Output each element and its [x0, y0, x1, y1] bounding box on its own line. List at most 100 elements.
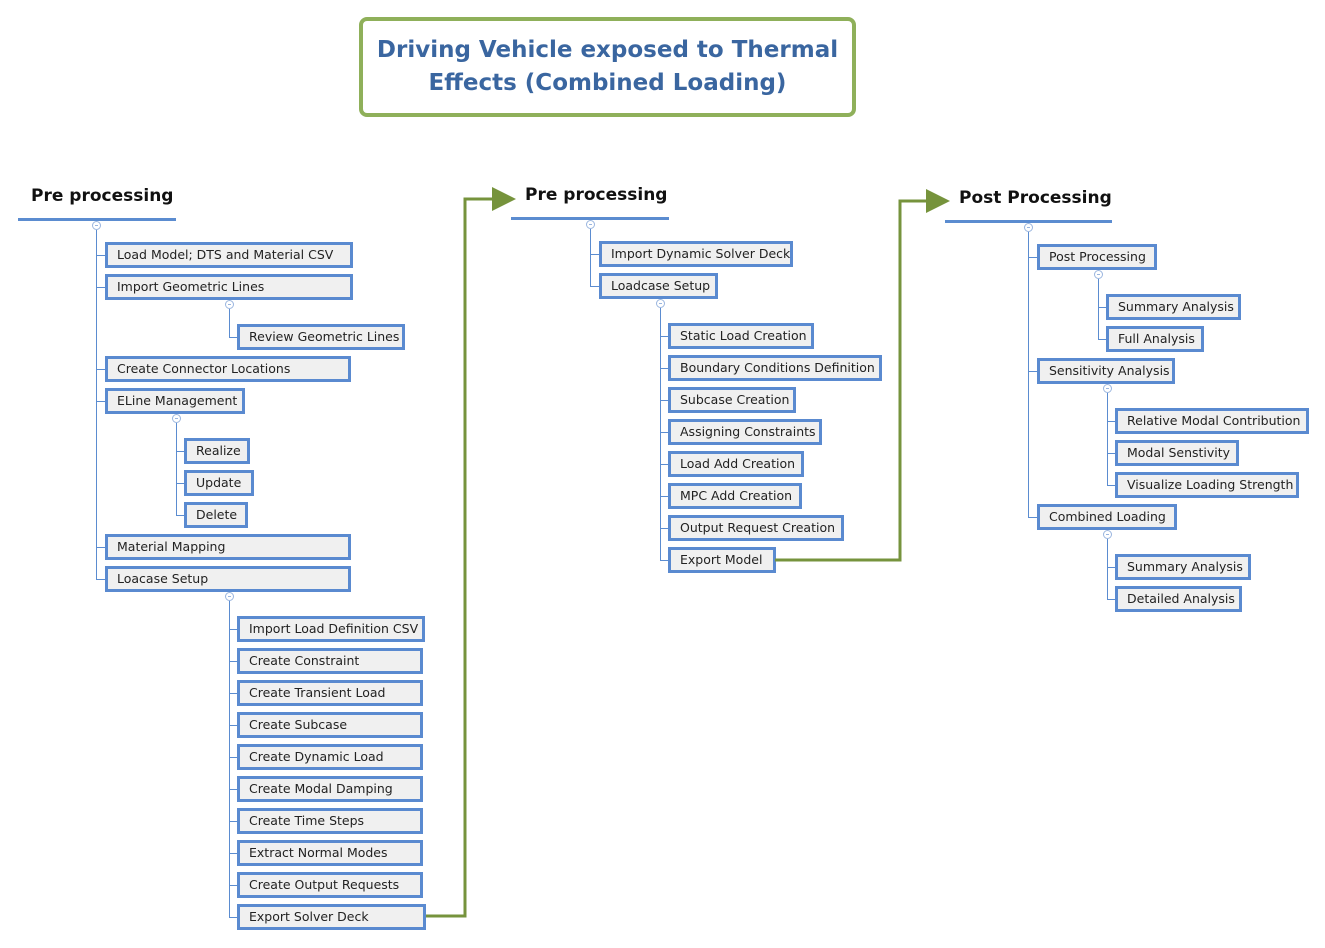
tree-node[interactable]: Subcase Creation	[668, 387, 796, 413]
trunk-line	[96, 230, 97, 579]
connector-line	[229, 309, 230, 337]
tree-node[interactable]: Create Output Requests	[237, 872, 423, 898]
tree-node[interactable]: Import Load Definition CSV	[237, 616, 425, 642]
connector-line	[229, 601, 230, 917]
tree-node[interactable]: Realize	[184, 438, 250, 464]
tree-node[interactable]: Import Dynamic Solver Deck	[599, 241, 793, 267]
tree-node[interactable]: Export Solver Deck	[237, 904, 426, 930]
tree-node[interactable]: Loacase Setup	[105, 566, 351, 592]
tree-node[interactable]: Create Transient Load	[237, 680, 423, 706]
collapse-toggle-icon[interactable]	[225, 592, 234, 601]
connector-line	[590, 286, 599, 287]
connector-line	[1107, 421, 1115, 422]
connector-line	[1107, 485, 1115, 486]
collapse-toggle-icon[interactable]	[92, 221, 101, 230]
connector-line	[590, 254, 599, 255]
collapse-toggle-icon[interactable]	[586, 220, 595, 229]
connector-line	[1107, 567, 1115, 568]
connector-line	[229, 337, 237, 338]
tree-node[interactable]: Output Request Creation	[668, 515, 844, 541]
collapse-toggle-icon[interactable]	[1024, 223, 1033, 232]
tree-node[interactable]: Create Constraint	[237, 648, 423, 674]
connector-line	[1107, 599, 1115, 600]
connector-line	[176, 483, 184, 484]
tree-node[interactable]: Export Model	[668, 547, 776, 573]
connector-line	[96, 579, 105, 580]
tree-node[interactable]: Update	[184, 470, 254, 496]
tree-node[interactable]: Summary Analysis	[1106, 294, 1241, 320]
tree-node[interactable]: Visualize Loading Strength	[1115, 472, 1299, 498]
connector-line	[660, 496, 668, 497]
tree-node[interactable]: Assigning Constraints	[668, 419, 822, 445]
tree-node[interactable]: Detailed Analysis	[1115, 586, 1242, 612]
connector-line	[229, 789, 237, 790]
flow-arrow-pre2-to-post	[775, 189, 950, 562]
collapse-toggle-icon[interactable]	[1094, 270, 1103, 279]
trunk-line	[1028, 232, 1029, 517]
tree-node[interactable]: Modal Senstivity	[1115, 440, 1239, 466]
tree-node[interactable]: Summary Analysis	[1115, 554, 1251, 580]
tree-node[interactable]: MPC Add Creation	[668, 483, 802, 509]
tree-node[interactable]: Load Model; DTS and Material CSV	[105, 242, 353, 268]
collapse-toggle-icon[interactable]	[1103, 384, 1112, 393]
connector-line	[660, 368, 668, 369]
connector-line	[229, 917, 237, 918]
connector-line	[229, 725, 237, 726]
collapse-toggle-icon[interactable]	[225, 300, 234, 309]
tree-node[interactable]: Material Mapping	[105, 534, 351, 560]
connector-line	[229, 757, 237, 758]
column-heading: Pre processing	[525, 185, 668, 205]
tree-node[interactable]: Combined Loading	[1037, 504, 1177, 530]
connector-line	[660, 528, 668, 529]
tree-node[interactable]: Sensitivity Analysis	[1037, 358, 1175, 384]
collapse-toggle-icon[interactable]	[656, 299, 665, 308]
connector-line	[660, 336, 668, 337]
tree-node[interactable]: Create Time Steps	[237, 808, 423, 834]
tree-node[interactable]: Create Dynamic Load	[237, 744, 423, 770]
tree-node[interactable]: Create Connector Locations	[105, 356, 351, 382]
connector-line	[96, 255, 105, 256]
connector-line	[229, 821, 237, 822]
connector-line	[229, 853, 237, 854]
connector-line	[660, 308, 661, 560]
tree-node[interactable]: Full Analysis	[1106, 326, 1204, 352]
tree-node[interactable]: Loadcase Setup	[599, 273, 718, 299]
connector-line	[96, 287, 105, 288]
tree-node[interactable]: Review Geometric Lines	[237, 324, 405, 350]
collapse-toggle-icon[interactable]	[172, 414, 181, 423]
tree-node[interactable]: Import Geometric Lines	[105, 274, 353, 300]
connector-line	[96, 401, 105, 402]
collapse-toggle-icon[interactable]	[1103, 530, 1112, 539]
connector-line	[176, 451, 184, 452]
tree-node[interactable]: Create Modal Damping	[237, 776, 423, 802]
tree-node[interactable]: Create Subcase	[237, 712, 423, 738]
connector-line	[660, 464, 668, 465]
connector-line	[660, 560, 668, 561]
tree-node[interactable]: Relative Modal Contribution	[1115, 408, 1309, 434]
connector-line	[1028, 257, 1037, 258]
tree-node[interactable]: Boundary Conditions Definition	[668, 355, 882, 381]
trunk-line	[590, 229, 591, 286]
connector-line	[1107, 393, 1108, 485]
connector-line	[660, 432, 668, 433]
tree-node[interactable]: Extract Normal Modes	[237, 840, 423, 866]
connector-line	[96, 369, 105, 370]
connector-line	[229, 885, 237, 886]
connector-line	[229, 629, 237, 630]
tree-node[interactable]: Post Processing	[1037, 244, 1157, 270]
connector-line	[1028, 371, 1037, 372]
tree-node[interactable]: ELine Management	[105, 388, 245, 414]
flow-arrow-pre1-to-pre2	[426, 187, 516, 918]
column-heading: Pre processing	[31, 186, 174, 206]
connector-line	[1098, 339, 1106, 340]
connector-line	[229, 661, 237, 662]
connector-line	[660, 400, 668, 401]
tree-node[interactable]: Static Load Creation	[668, 323, 814, 349]
tree-node[interactable]: Delete	[184, 502, 248, 528]
tree-node[interactable]: Load Add Creation	[668, 451, 804, 477]
column-heading: Post Processing	[959, 188, 1112, 208]
connector-line	[229, 693, 237, 694]
connector-line	[176, 515, 184, 516]
